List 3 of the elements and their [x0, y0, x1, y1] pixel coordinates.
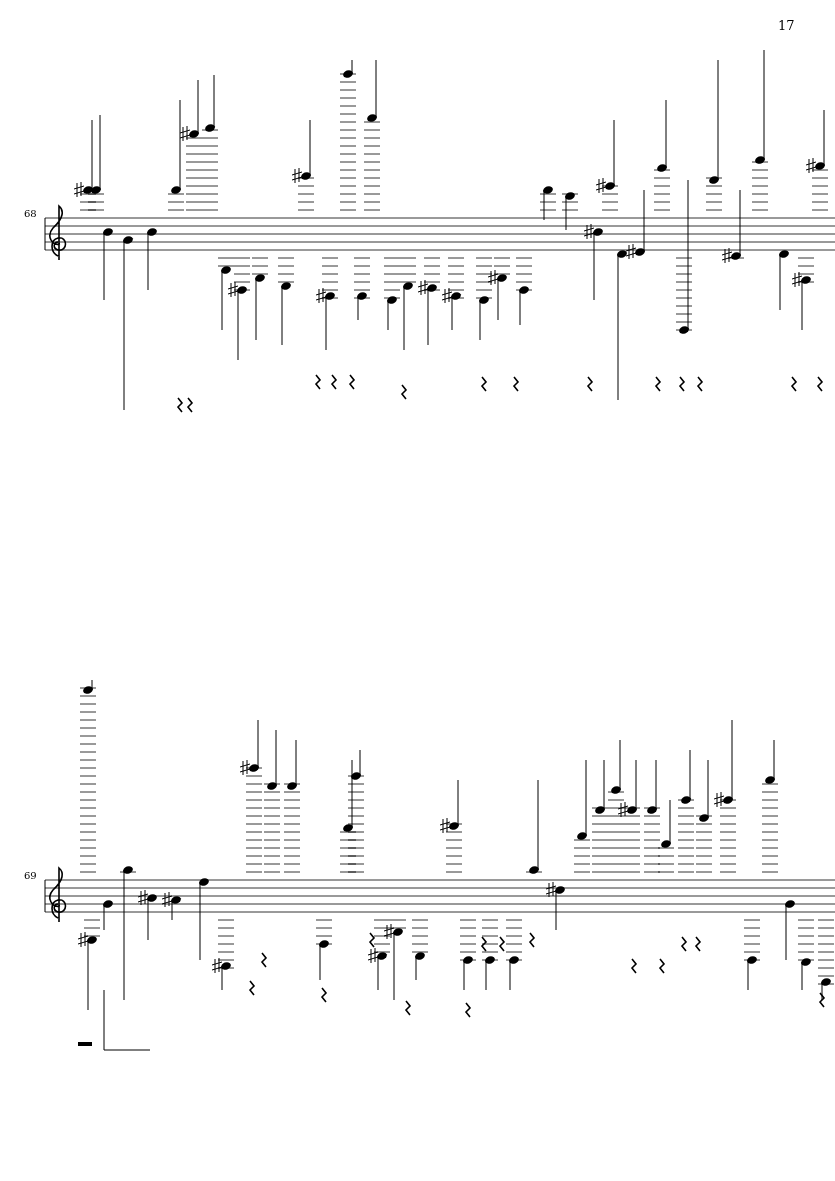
measure-number: 69 [24, 869, 37, 883]
measure-number: 68 [24, 207, 37, 221]
page-number: 17 [778, 17, 795, 35]
